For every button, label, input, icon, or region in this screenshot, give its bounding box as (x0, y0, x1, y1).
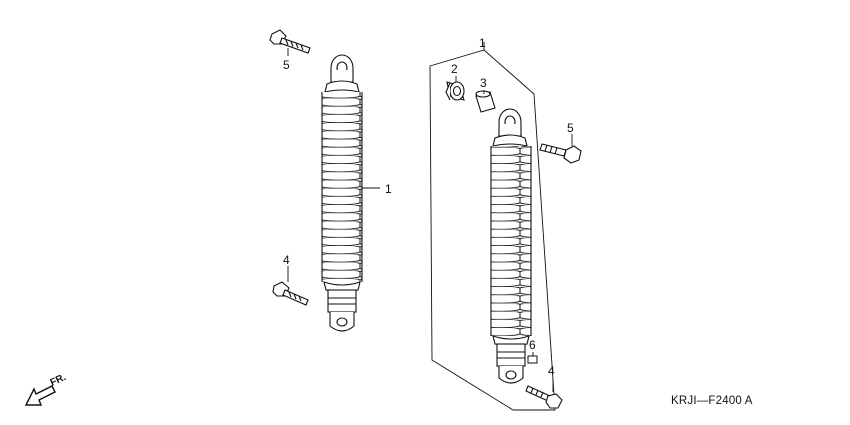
callout-3: 3 (480, 76, 487, 90)
left-shock-absorber (321, 54, 363, 332)
left-lower-bolt (272, 281, 309, 306)
callout-2: 2 (451, 62, 458, 76)
left-upper-bolt (269, 29, 311, 54)
rubber-bushing (445, 81, 465, 101)
callout-5-right: 5 (567, 121, 574, 135)
right-leader-lines (455, 76, 573, 392)
callout-1-left: 1 (385, 182, 392, 196)
diagram-code: KRJI—F2400 A (671, 395, 753, 407)
callout-4-right: 4 (548, 364, 555, 378)
assembly-outline (429, 42, 556, 411)
right-shock-absorber (490, 108, 532, 384)
right-upper-bolt (539, 143, 582, 164)
callout-1-assembly: 1 (479, 36, 486, 50)
right-lower-bolt (525, 385, 563, 409)
front-arrow-icon: FR. (24, 372, 68, 406)
callout-4-left: 4 (283, 253, 290, 267)
nut (527, 355, 538, 364)
collar-sleeve (475, 90, 496, 113)
front-arrow-label: FR. (49, 372, 68, 389)
callout-5-left: 5 (283, 58, 290, 72)
callout-6: 6 (529, 338, 536, 352)
left-leader-lines (287, 48, 380, 282)
